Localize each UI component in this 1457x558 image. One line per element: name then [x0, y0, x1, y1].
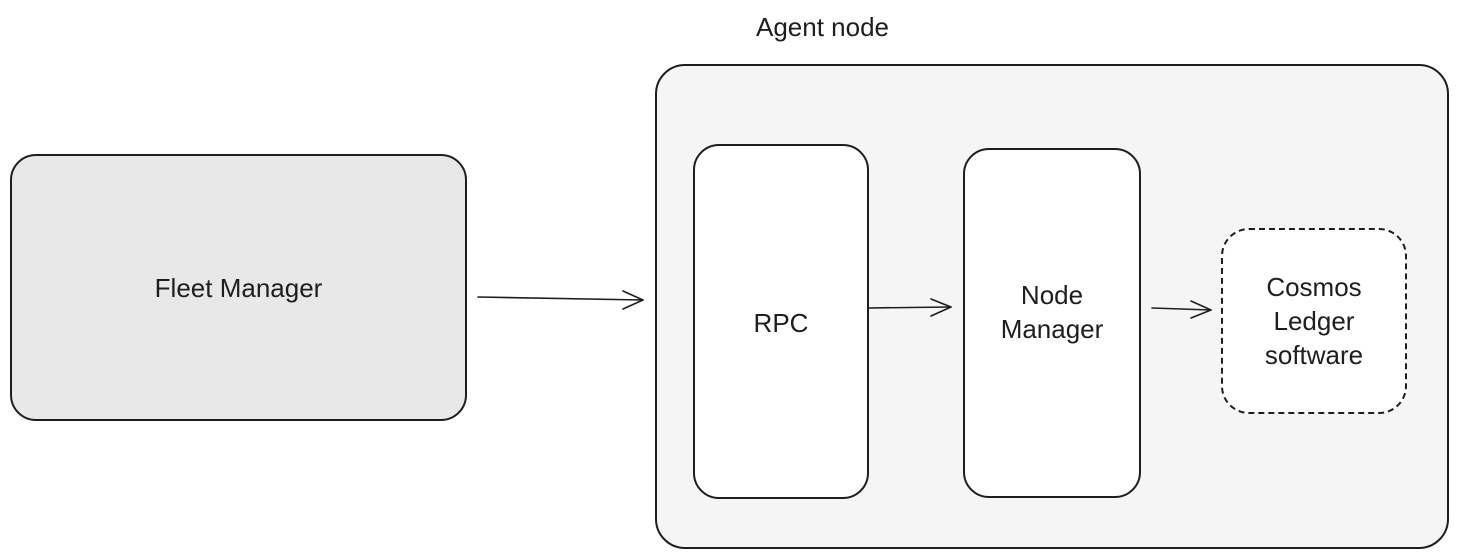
agent-node-title: Agent node — [756, 12, 890, 42]
rpc-label: RPC — [753, 307, 809, 338]
arrow-fleet-to-agent — [477, 290, 644, 310]
fleet-manager-box[interactable]: Fleet Manager — [10, 154, 467, 421]
fleet-manager-label: Fleet Manager — [154, 272, 323, 303]
cosmos-ledger-box[interactable]: Cosmos Ledger software — [1221, 228, 1407, 414]
node-manager-box[interactable]: Node Manager — [963, 148, 1141, 498]
cosmos-ledger-label: Cosmos Ledger software — [1264, 272, 1364, 370]
node-manager-label: Node Manager — [1000, 280, 1104, 344]
rpc-box[interactable]: RPC — [693, 144, 869, 499]
